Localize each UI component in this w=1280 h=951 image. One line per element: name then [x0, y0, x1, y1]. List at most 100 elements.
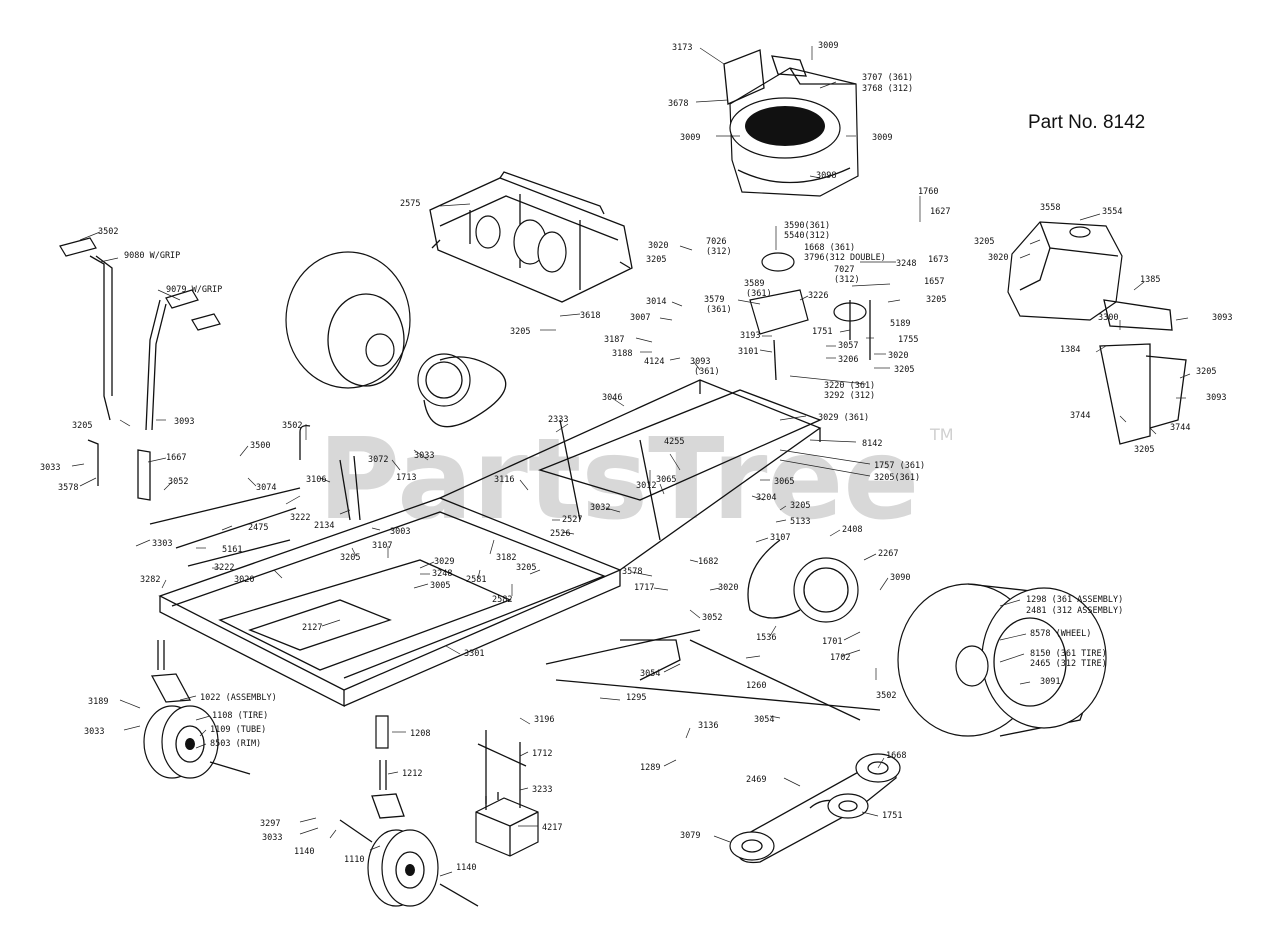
part-label: 3193 — [740, 331, 760, 341]
part-label: 3079 — [680, 831, 700, 841]
part-label: 3796(312 DOUBLE) — [804, 253, 886, 263]
part-label: 5189 — [890, 319, 910, 329]
part-label: 3206 — [838, 355, 858, 365]
part-label: 1110 — [344, 855, 364, 865]
part-label: 3500 — [250, 441, 270, 451]
right-rear-tire-drawing — [747, 539, 1107, 737]
center-pulleys-drawing — [749, 252, 871, 381]
part-label: 1757 (361) — [874, 461, 925, 471]
part-label: 3093 — [174, 417, 194, 427]
part-label: 5540(312) — [784, 231, 830, 241]
pedal-arms-drawing — [59, 237, 221, 501]
part-label: 3554 — [1102, 207, 1122, 217]
part-label: 2481 (312 ASSEMBLY) — [1026, 606, 1123, 616]
part-label: 1260 — [746, 681, 766, 691]
part-label: 3029 — [434, 557, 454, 567]
part-label: 2581 — [466, 575, 486, 585]
transmission-drawing — [429, 171, 633, 303]
part-label: 3098 — [816, 171, 836, 181]
part-label: 3303 — [152, 539, 172, 549]
part-label: 3233 — [532, 785, 552, 795]
part-label: 3090 — [890, 573, 910, 583]
drive-belt-drawing — [729, 753, 901, 864]
part-label: 8578 (WHEEL) — [1030, 629, 1091, 639]
part-label: 3074 — [256, 483, 276, 493]
leader-lines — [71, 46, 1191, 877]
part-label: 3020 — [234, 575, 254, 585]
part-label: 3009 — [872, 133, 892, 143]
part-label: 3188 — [612, 349, 632, 359]
part-label: 8503 (RIM) — [210, 739, 261, 749]
part-label: 3020 — [648, 241, 668, 251]
part-label: 1536 — [756, 633, 776, 643]
part-label: 3020 — [988, 253, 1008, 263]
part-label: 3101 — [738, 347, 758, 357]
part-label: 3029 (361) — [818, 413, 869, 423]
part-number: Part No. 8142 — [1028, 112, 1145, 133]
part-label: 8142 — [862, 439, 882, 449]
part-label: 2575 — [400, 199, 420, 209]
part-label: 1295 — [626, 693, 646, 703]
part-label: 3248 — [432, 569, 452, 579]
part-label: 3065 — [774, 477, 794, 487]
part-label: 1755 — [898, 335, 918, 345]
part-label: 2267 — [878, 549, 898, 559]
part-label: 3032 — [590, 503, 610, 513]
part-label: 2465 (312 TIRE) — [1030, 659, 1107, 669]
engine-drawing — [723, 49, 859, 197]
part-label: 3282 — [140, 575, 160, 585]
part-label: 9079 W/GRIP — [166, 285, 222, 295]
part-label: 3744 — [1170, 423, 1190, 433]
part-label: 3020 — [718, 583, 738, 593]
part-label: 3205 — [790, 501, 810, 511]
part-label: 1673 — [928, 255, 948, 265]
part-label: 3205 — [894, 365, 914, 375]
part-label: 1627 — [930, 207, 950, 217]
part-label: 3012 — [636, 481, 656, 491]
part-label: 1657 — [924, 277, 944, 287]
part-label: 3173 — [672, 43, 692, 53]
part-label: 1717 — [634, 583, 654, 593]
watermark-text: PartsTree — [318, 415, 919, 545]
part-label: 3093 — [690, 357, 710, 367]
part-label: 3744 — [1070, 411, 1090, 421]
part-label: 3106 — [306, 475, 326, 485]
part-label: 7026 — [706, 237, 726, 247]
part-label: 3205 — [72, 421, 92, 431]
part-label: (361) — [706, 305, 732, 315]
part-label: 3116 — [494, 475, 514, 485]
part-label: 3222 — [290, 513, 310, 523]
chassis-frame-drawing — [158, 379, 822, 708]
part-label: 2475 — [248, 523, 268, 533]
part-label: 3205 — [1134, 445, 1154, 455]
part-label: 3014 — [646, 297, 666, 307]
part-label: 3009 — [818, 41, 838, 51]
part-label: 2526 — [550, 529, 570, 539]
part-label: 3107 — [372, 541, 392, 551]
part-label: 1208 — [410, 729, 430, 739]
part-label: 3300 — [1098, 313, 1118, 323]
part-label: 1713 — [396, 473, 416, 483]
part-label: 3589 — [744, 279, 764, 289]
part-label: 3502 — [282, 421, 302, 431]
part-label: 3204 — [756, 493, 776, 503]
part-label: 3205 — [1196, 367, 1216, 377]
part-label: 3502 — [876, 691, 896, 701]
part-label: 3003 — [390, 527, 410, 537]
part-label: 3009 — [680, 133, 700, 143]
part-label: 1384 — [1060, 345, 1080, 355]
part-label: 3033 — [40, 463, 60, 473]
part-label: 3301 — [464, 649, 484, 659]
part-label: 3578 — [58, 483, 78, 493]
part-label: 3205 — [340, 553, 360, 563]
part-label: (312) — [706, 247, 732, 257]
part-label: 3297 — [260, 819, 280, 829]
part-label: 3205 — [926, 295, 946, 305]
part-label: (361) — [694, 367, 720, 377]
part-label: 1751 — [882, 811, 902, 821]
linkage-rods-drawing — [149, 424, 881, 721]
part-label: 3292 (312) — [824, 391, 875, 401]
part-label: 1712 — [532, 749, 552, 759]
part-label: (361) — [746, 289, 772, 299]
part-label: 3052 — [702, 613, 722, 623]
